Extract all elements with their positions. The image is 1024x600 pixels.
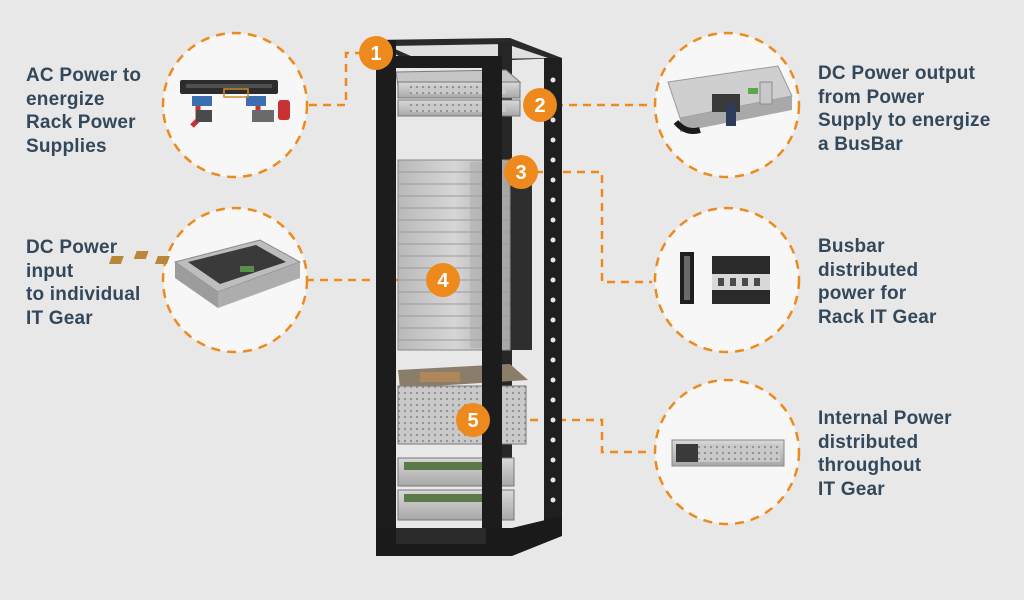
leader-line-1 bbox=[309, 51, 367, 107]
badge-3-number: 3 bbox=[515, 162, 526, 184]
badge-5-number: 5 bbox=[467, 410, 478, 432]
busbar-illustration bbox=[680, 252, 770, 304]
callout-internal bbox=[653, 378, 801, 526]
label-ac-power: AC Power to energize Rack Power Supplies bbox=[26, 65, 142, 157]
label-dc-input: DC Power input to individual IT Gear bbox=[26, 237, 141, 329]
leader-line-3 bbox=[535, 170, 652, 284]
label-internal: Internal Power distributed throughout IT… bbox=[818, 408, 952, 500]
badge-2: 2 bbox=[523, 88, 557, 122]
callout-ac-power bbox=[161, 31, 309, 179]
badge-1-number: 1 bbox=[370, 43, 381, 65]
badge-1: 1 bbox=[359, 36, 393, 70]
callout-busbar bbox=[653, 206, 801, 354]
label-busbar: Busbar distributed power for Rack IT Gea… bbox=[818, 236, 937, 328]
badge-2-number: 2 bbox=[534, 95, 545, 117]
server-chassis-illustration bbox=[108, 239, 302, 308]
network-switch-illustration bbox=[671, 439, 785, 467]
label-dc-output: DC Power output from Power Supply to ene… bbox=[818, 63, 991, 155]
server-rack bbox=[372, 38, 562, 556]
badge-4: 4 bbox=[426, 263, 460, 297]
callout-dc-input bbox=[108, 206, 309, 354]
ac-power-cable-illustration bbox=[180, 80, 290, 128]
callout-dc-output bbox=[653, 31, 801, 179]
badge-3: 3 bbox=[504, 155, 538, 189]
badge-4-number: 4 bbox=[437, 270, 449, 292]
badge-5: 5 bbox=[456, 403, 490, 437]
power-supply-illustration bbox=[667, 65, 793, 134]
